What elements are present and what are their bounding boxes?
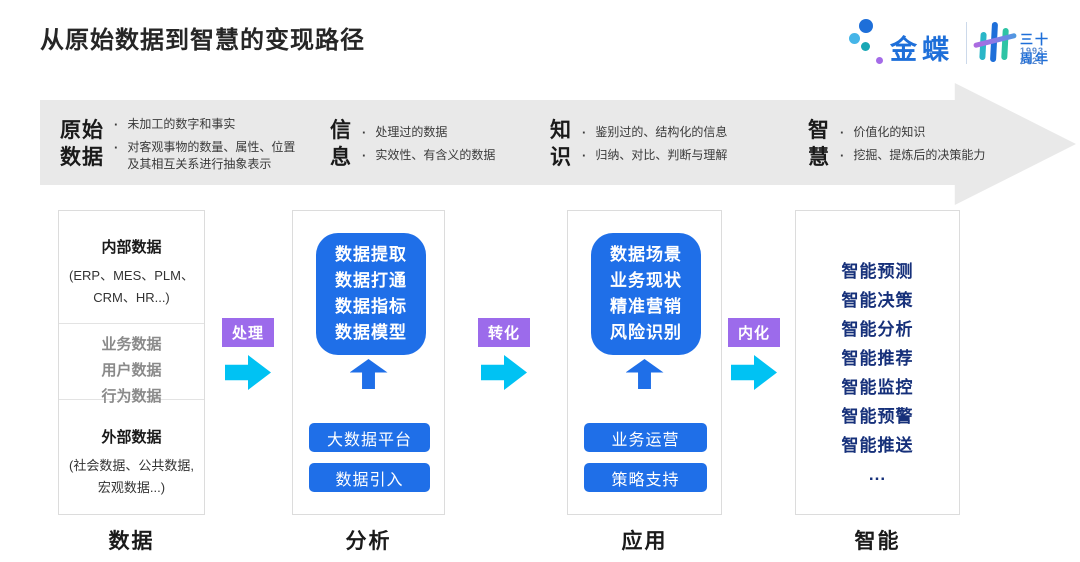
stage-raw-data: 原始 数据 · 未加工的数字和事实 · 对客观事物的数量、属性、位置及其相互关系… <box>60 83 295 205</box>
logo-dot-blue-icon <box>859 19 873 33</box>
list-item: 智能预警 <box>841 407 914 426</box>
column-label-analysis: 分析 <box>345 530 392 553</box>
arrow-right-icon <box>225 355 271 390</box>
stage-bullets: · 未加工的数字和事实 · 对客观事物的数量、属性、位置及其相互关系进行抽象表示 <box>114 116 295 173</box>
connector-process: 处理 <box>218 318 278 390</box>
middle-data-section: 业务数据 用户数据 行为数据 <box>59 323 204 405</box>
list-item: 智能推荐 <box>841 349 914 368</box>
arrow-right-icon <box>731 355 777 390</box>
stage-wisdom: 智 慧 · 价值化的知识 · 挖掘、提炼后的决策能力 <box>808 83 1003 205</box>
list-item: 智能推送 <box>841 436 914 455</box>
arrow-up-icon <box>625 359 664 389</box>
stage-knowledge: 知 识 · 鉴别过的、结构化的信息 · 归纳、对比、判断与理解 <box>550 83 745 205</box>
anniversary-years: 1993-2023 <box>1020 46 1049 66</box>
external-data-sub: (社会数据、公共数据, 宏观数据...) <box>69 458 194 495</box>
internalize-badge: 内化 <box>727 318 780 347</box>
external-data-title: 外部数据 <box>101 429 162 446</box>
bullet-dot: · <box>114 139 119 155</box>
internal-data-title: 内部数据 <box>101 239 162 256</box>
external-data-section: 外部数据 (社会数据、公共数据, 宏观数据...) <box>59 400 204 499</box>
anniversary-label: 三十周年 <box>1020 32 1051 66</box>
connector-transform: 转化 <box>474 318 534 390</box>
process-arrow-band: 原始 数据 · 未加工的数字和事实 · 对客观事物的数量、属性、位置及其相互关系… <box>40 83 1076 205</box>
list-item: 智能监控 <box>841 378 914 397</box>
bullet-dot: · <box>362 125 367 140</box>
kingdee-logo: 金蝶 三十周年 1993-2023 <box>848 14 1060 72</box>
logo-dot-teal-icon <box>861 42 870 51</box>
application-main-box: 数据场景 业务现状 精准营销 风险识别 <box>591 233 701 355</box>
bullet-item: · 对客观事物的数量、属性、位置及其相互关系进行抽象表示 <box>114 139 296 171</box>
stage-heading: 知 识 <box>550 119 572 169</box>
stage-heading: 原始 数据 <box>60 119 104 169</box>
list-item: 智能决策 <box>841 291 914 310</box>
column-label-intelligence: 智能 <box>854 530 901 553</box>
transform-badge: 转化 <box>477 318 530 347</box>
list-item: 用户数据 <box>101 362 162 379</box>
list-item: 业务数据 <box>101 336 162 353</box>
data-panel: 内部数据 (ERP、MES、PLM、CRM、HR...) 业务数据 用户数据 行… <box>58 210 205 515</box>
list-item: ... <box>868 465 887 484</box>
stage-bullets: · 鉴别过的、结构化的信息 · 归纳、对比、判断与理解 <box>582 124 745 164</box>
strategy-support-button: 策略支持 <box>584 463 707 492</box>
process-badge: 处理 <box>221 318 274 347</box>
analysis-panel: 数据提取 数据打通 数据指标 数据模型 大数据平台 数据引入 <box>292 210 445 515</box>
logo-dot-sky-icon <box>849 33 860 44</box>
arrow-up-icon <box>349 359 388 389</box>
bullet-item: · 处理过的数据 <box>362 125 448 140</box>
list-item: 智能分析 <box>841 320 914 339</box>
bullet-item: · 价值化的知识 <box>840 125 926 140</box>
application-panel: 数据场景 业务现状 精准营销 风险识别 业务运营 策略支持 <box>567 210 722 515</box>
bullet-dot: · <box>582 148 587 163</box>
business-operation-button: 业务运营 <box>584 423 707 452</box>
bullet-dot: · <box>582 125 587 140</box>
column-label-application: 应用 <box>621 530 668 553</box>
page-title: 从原始数据到智慧的变现路径 <box>40 27 365 54</box>
bullet-dot: · <box>840 148 845 163</box>
thirty-anniversary-icon <box>973 16 1017 68</box>
internal-data-sub: (ERP、MES、PLM、CRM、HR...) <box>69 268 194 305</box>
internal-data-section: 内部数据 (ERP、MES、PLM、CRM、HR...) <box>59 211 204 323</box>
logo-divider <box>966 22 967 64</box>
bullet-item: · 实效性、有含义的数据 <box>362 148 496 163</box>
stage-bullets: · 价值化的知识 · 挖掘、提炼后的决策能力 <box>840 124 1003 164</box>
bullet-item: · 归纳、对比、判断与理解 <box>582 148 728 163</box>
big-data-platform-button: 大数据平台 <box>309 423 430 452</box>
stage-information: 信 息 · 处理过的数据 · 实效性、有含义的数据 <box>330 83 523 205</box>
bullet-dot: · <box>114 116 119 132</box>
connector-internalize: 内化 <box>724 318 784 390</box>
bullet-item: · 未加工的数字和事实 <box>114 116 236 132</box>
list-item: 行为数据 <box>101 388 162 405</box>
bullet-item: · 鉴别过的、结构化的信息 <box>582 125 728 140</box>
list-item: 智能预测 <box>841 262 914 281</box>
arrow-right-icon <box>481 355 527 390</box>
intelligence-list: 智能预测 智能决策 智能分析 智能推荐 智能监控 智能预警 智能推送 ... <box>796 257 959 489</box>
stage-bullets: · 处理过的数据 · 实效性、有含义的数据 <box>362 124 523 164</box>
bullet-dot: · <box>362 148 367 163</box>
bullet-item: · 挖掘、提炼后的决策能力 <box>840 148 986 163</box>
logo-dot-purple-icon <box>876 57 883 64</box>
stage-heading: 信 息 <box>330 119 352 169</box>
analysis-main-box: 数据提取 数据打通 数据指标 数据模型 <box>316 233 426 355</box>
column-label-data: 数据 <box>108 530 155 553</box>
stage-heading: 智 慧 <box>808 119 830 169</box>
brand-name: 金蝶 <box>890 35 954 65</box>
bullet-dot: · <box>840 125 845 140</box>
intelligence-panel: 智能预测 智能决策 智能分析 智能推荐 智能监控 智能预警 智能推送 ... <box>795 210 960 515</box>
data-import-button: 数据引入 <box>309 463 430 492</box>
